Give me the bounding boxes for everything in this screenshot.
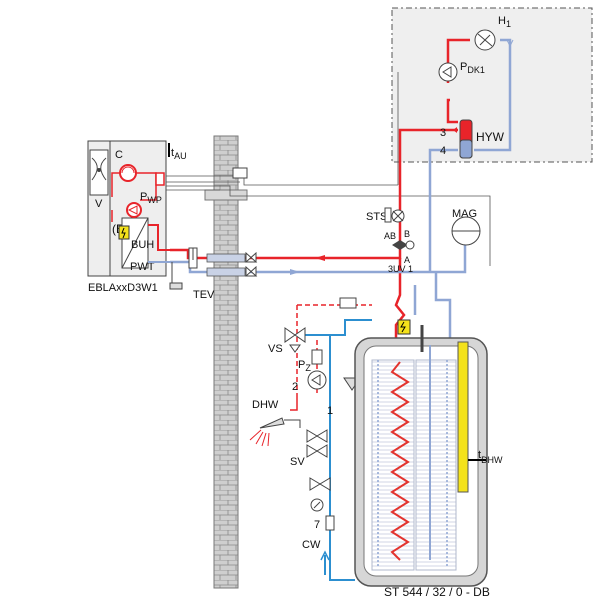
compressor-label: C (115, 149, 123, 161)
sv-label: SV (290, 456, 305, 468)
pressure-gauge-icon (310, 498, 324, 512)
heat-pump-unit: V C (E PWP BUH PWT (87, 140, 170, 277)
dhw-sensor-label: tDHW (478, 449, 503, 465)
valve-port-a: A (404, 255, 410, 265)
circulation-pump-icon (126, 202, 142, 218)
sts-label: STS (366, 211, 387, 223)
tev-label: TEV (193, 289, 215, 301)
circulation-pump-icon (438, 62, 458, 82)
tank-model-label: ST 544 / 32 / 0 - DB (384, 585, 490, 599)
heating-pump-label: PDK1 (460, 61, 485, 75)
cw-label: CW (302, 539, 321, 551)
storage-tank (354, 319, 488, 587)
backup-heater-label: BUH (131, 239, 154, 251)
plate-exchanger-label: PWT (130, 261, 155, 273)
fan-label: V (95, 198, 103, 210)
radiator-label: H1 (498, 15, 511, 29)
heating-flow-number: 3 (440, 127, 446, 139)
non-return-valve-icon (325, 515, 335, 531)
mag-label: MAG (452, 208, 477, 220)
hydraulic-separator-icon (459, 119, 473, 159)
building-wall (213, 135, 239, 589)
circ-number: 2 (292, 381, 298, 393)
gate-valve-icon (244, 251, 258, 277)
mixing-valve-box-icon (339, 297, 357, 309)
radiator-icon (474, 29, 496, 51)
dhw-label: DHW (252, 399, 279, 411)
cold-number: 1 (327, 405, 333, 417)
shut-off-valve-icon (306, 429, 331, 491)
high-voltage-warning-icon (118, 225, 130, 240)
circ-pump-label: PZ (298, 359, 311, 373)
return-line (170, 38, 512, 345)
valve-port-b: B (404, 229, 410, 239)
three-way-valve-icon (392, 240, 415, 250)
room-thermostat-icon (232, 167, 248, 179)
compressor-icon (119, 164, 137, 182)
valve-label: 3UV 1 (388, 264, 413, 274)
cw-number: 7 (314, 519, 320, 531)
unit-name: EBLAxxD3W1 (88, 282, 158, 294)
shower-head-icon (249, 417, 301, 447)
expansion-vessel-icon (451, 216, 481, 246)
safety-valve-group (169, 247, 198, 290)
vs-label: VS (268, 343, 283, 355)
outdoor-temp-label: tAU (171, 147, 187, 161)
temperature-sensor-icon (384, 207, 405, 223)
heating-return-number: 4 (440, 145, 446, 157)
mixing-valve-icon (284, 327, 306, 353)
fan-icon (89, 149, 109, 196)
pump-label: PWP (140, 191, 162, 205)
separator-label: HYW (476, 130, 505, 144)
valve-port-ab: AB (384, 231, 396, 241)
circulation-pump-icon (307, 370, 327, 390)
